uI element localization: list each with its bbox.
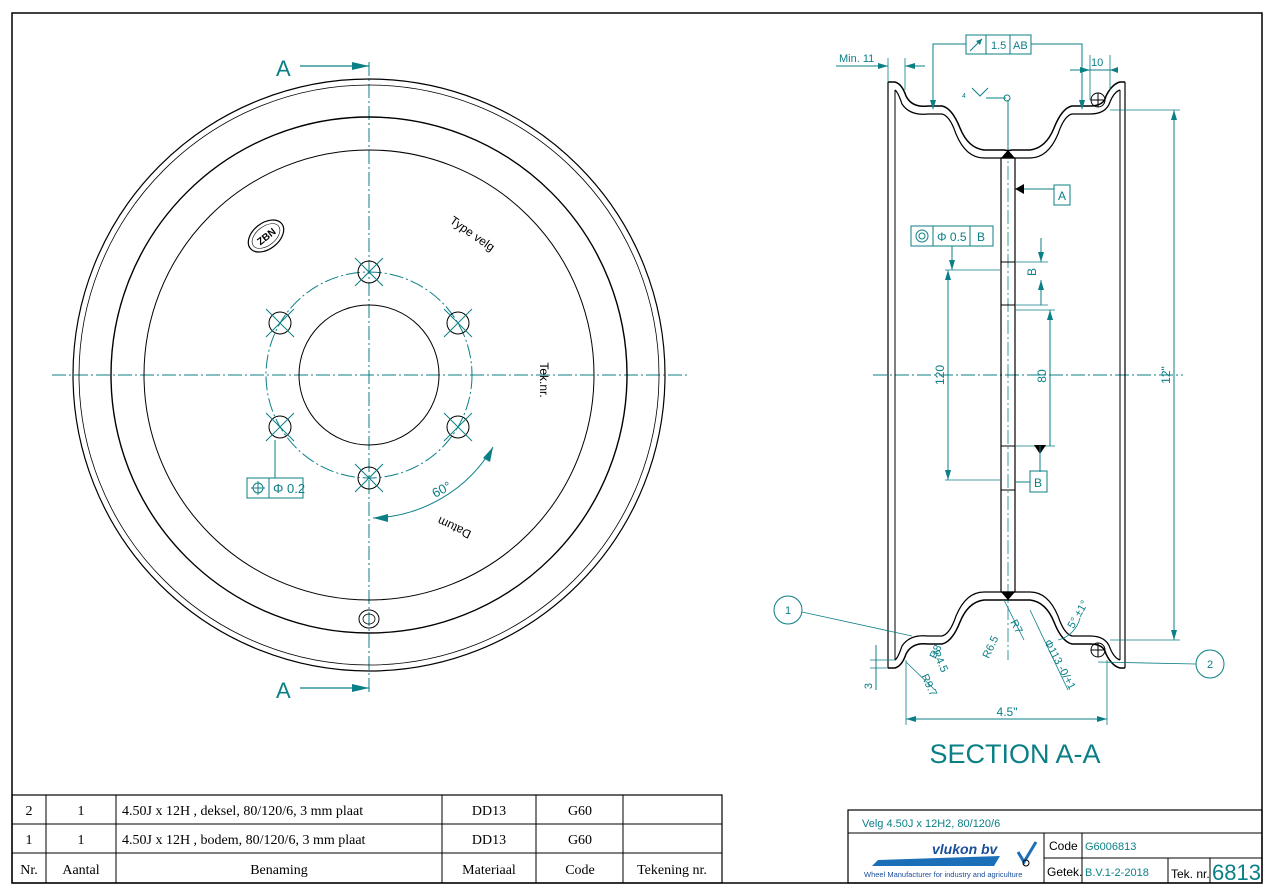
angle-5deg: 5° ±1° bbox=[1066, 599, 1091, 631]
bolt-hole bbox=[443, 308, 473, 338]
runout-tolerance-frame: 1.5 AB bbox=[965, 34, 1032, 55]
balloon-2-label: 2 bbox=[1207, 659, 1213, 671]
angle-dimension-text: 60° bbox=[429, 478, 453, 500]
position-tolerance-value: Φ 0.2 bbox=[273, 481, 305, 496]
rim-flange-circle bbox=[78, 84, 660, 666]
getek-value: B.V.1-2-2018 bbox=[1085, 867, 1149, 879]
radius-r8: R8 bbox=[928, 643, 945, 661]
svg-text:G60: G60 bbox=[568, 804, 592, 819]
svg-text:1: 1 bbox=[78, 804, 85, 819]
bolt-holes bbox=[265, 257, 473, 493]
concentricity-tolerance-frame: Φ 0.5 B bbox=[910, 225, 994, 247]
concentricity-ref: B bbox=[977, 230, 985, 244]
datum-marking: Datum bbox=[435, 514, 473, 542]
svg-text:Nr.: Nr. bbox=[20, 863, 38, 878]
dim-45in: 4.5" bbox=[997, 705, 1018, 719]
front-view: A A ZBN Type velg Tek.nr. Datum 60° bbox=[52, 56, 688, 703]
zbn-logo: ZBN bbox=[247, 219, 285, 253]
svg-text:2: 2 bbox=[26, 804, 33, 819]
dim-10: 10 bbox=[1091, 57, 1103, 69]
position-tolerance-frame: Φ 0.2 bbox=[246, 477, 305, 499]
teknr-marking: Tek.nr. bbox=[537, 362, 551, 397]
section-title: SECTION A-A bbox=[929, 739, 1100, 769]
svg-text:Tekening nr.: Tekening nr. bbox=[637, 863, 707, 878]
dim-dia113: Φ113 -0/+1 bbox=[1041, 638, 1077, 692]
valve-hole-inner bbox=[362, 613, 376, 625]
title-block: Velg 4.50J x 12H2, 80/120/6 Code G600681… bbox=[847, 809, 1263, 885]
svg-text:4.50J x 12H , deksel, 80/120/6: 4.50J x 12H , deksel, 80/120/6, 3 mm pla… bbox=[122, 804, 363, 819]
section-cut-bottom: A bbox=[276, 678, 369, 703]
section-cut-top: A bbox=[276, 56, 369, 81]
dim-12in: 12" bbox=[1159, 366, 1173, 384]
teknr-value: 6813 bbox=[1212, 860, 1261, 885]
datum-a-label: A bbox=[1058, 189, 1066, 203]
getek-label: Getek. bbox=[1047, 865, 1082, 879]
runout-ref: AB bbox=[1013, 40, 1028, 52]
table-row: 1 1 4.50J x 12H , bodem, 80/120/6, 3 mm … bbox=[26, 833, 593, 848]
concentricity-value: Φ 0.5 bbox=[937, 230, 967, 244]
table-header-row: Nr. Aantal Benaming Materiaal Code Teken… bbox=[20, 863, 707, 878]
parts-list-table: 2 1 4.50J x 12H , deksel, 80/120/6, 3 mm… bbox=[11, 794, 723, 884]
radius-r9-7: R9.7 bbox=[918, 672, 939, 698]
table-row: 2 1 4.50J x 12H , deksel, 80/120/6, 3 mm… bbox=[26, 804, 593, 819]
svg-text:1: 1 bbox=[78, 833, 85, 848]
dim-120: 120 bbox=[933, 365, 947, 385]
svg-text:4: 4 bbox=[962, 93, 966, 100]
svg-text:Materiaal: Materiaal bbox=[462, 863, 516, 878]
bolt-hole bbox=[443, 412, 473, 442]
svg-text:4.50J x 12H , bodem, 80/120/6,: 4.50J x 12H , bodem, 80/120/6, 3 mm plaa… bbox=[122, 833, 366, 848]
company-tagline: Wheel Manufacturer for industry and agri… bbox=[864, 870, 1022, 879]
radius-r6-5: R6.5 bbox=[981, 634, 1002, 660]
code-value: G6006813 bbox=[1085, 841, 1136, 853]
checkmark-icon bbox=[1016, 841, 1038, 865]
balloon-1-label: 1 bbox=[785, 605, 791, 617]
section-view: Min. 11 1.5 AB 4 10 A bbox=[773, 34, 1225, 769]
svg-text:Benaming: Benaming bbox=[250, 863, 308, 878]
bolt-hole bbox=[354, 257, 384, 287]
svg-text:DD13: DD13 bbox=[472, 804, 506, 819]
bolt-hole bbox=[265, 412, 295, 442]
rim-well-circle bbox=[143, 149, 595, 601]
rim-profile-top-outer bbox=[888, 81, 1125, 152]
angle-dimension-arc bbox=[372, 446, 494, 519]
section-label-top: A bbox=[276, 56, 291, 81]
bolt-hole bbox=[354, 463, 384, 493]
datum-b-box bbox=[1029, 470, 1048, 493]
title-block-title: Velg 4.50J x 12H2, 80/120/6 bbox=[862, 818, 1000, 830]
balloon-1 bbox=[773, 595, 803, 625]
bolt-hole bbox=[265, 308, 295, 338]
centre-bore-circle bbox=[298, 304, 440, 446]
radius-r7: R7 bbox=[1007, 618, 1024, 636]
company-logo: vlukon bv Wheel Manufacturer for industr… bbox=[864, 841, 1038, 879]
dim-80: 80 bbox=[1035, 369, 1049, 383]
svg-text:G60: G60 bbox=[568, 833, 592, 848]
dim-min11: Min. 11 bbox=[839, 53, 874, 65]
datum-b-top: B bbox=[1025, 268, 1039, 276]
type-velg-marking: Type velg bbox=[447, 213, 497, 254]
datum-b-label: B bbox=[1034, 476, 1042, 490]
svg-text:DD13: DD13 bbox=[472, 833, 506, 848]
rim-bead-circle bbox=[110, 116, 628, 634]
dim-3: 3 bbox=[863, 683, 875, 689]
rim-profile-bottom-outer bbox=[888, 599, 1125, 669]
datum-a-triangle bbox=[1015, 184, 1024, 194]
runout-value: 1.5 bbox=[991, 40, 1006, 52]
teknr-label: Tek. nr. bbox=[1171, 867, 1210, 881]
svg-text:Code: Code bbox=[565, 863, 595, 878]
section-label-bottom: A bbox=[276, 678, 291, 703]
company-name: vlukon bv bbox=[932, 841, 999, 857]
balloon-2 bbox=[1195, 649, 1225, 679]
svg-text:1: 1 bbox=[26, 833, 33, 848]
datum-a-box bbox=[1053, 184, 1071, 206]
code-label: Code bbox=[1049, 839, 1078, 853]
svg-text:Aantal: Aantal bbox=[62, 863, 99, 878]
valve-hole bbox=[358, 609, 380, 629]
rim-outer-circle bbox=[72, 78, 666, 672]
